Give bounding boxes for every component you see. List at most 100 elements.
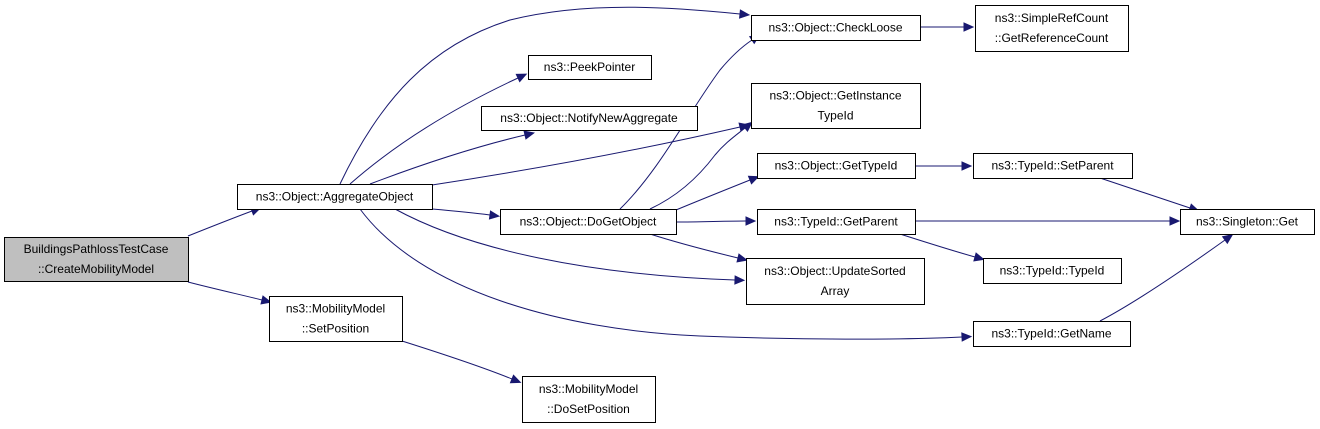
edge-gettypeid-to-setparent	[915, 161, 973, 171]
arrowhead	[1169, 216, 1181, 226]
node-box[interactable]	[4, 237, 189, 282]
node-getname[interactable]: ns3::TypeId::GetName	[973, 321, 1131, 347]
node-dosetpos[interactable]: ns3::MobilityModel::DoSetPosition	[522, 376, 656, 423]
edge-aggregate-to-updsorted	[394, 208, 746, 285]
arrowhead	[741, 121, 753, 133]
edge-typeidgetparent-to-typeidtypeid	[899, 233, 985, 262]
node-box[interactable]	[757, 153, 916, 179]
node-label: ns3::Object::GetInstance	[769, 89, 901, 103]
edge-aggregate-to-checkloose	[339, 6, 751, 185]
edge-dogetobj-to-getinst	[649, 121, 753, 210]
node-box[interactable]	[237, 184, 433, 210]
edge-line	[1099, 177, 1191, 209]
node-aggregate[interactable]: ns3::Object::AggregateObject	[237, 184, 433, 210]
node-typeidgetparent[interactable]: ns3::TypeId::GetParent	[757, 209, 916, 235]
arrowhead	[739, 9, 751, 19]
node-label: ns3::TypeId::TypeId	[1000, 264, 1105, 278]
edge-line	[394, 208, 736, 281]
node-label: ::GetReferenceCount	[995, 31, 1109, 45]
arrowhead	[523, 130, 535, 140]
node-checkloose[interactable]: ns3::Object::CheckLoose	[751, 15, 921, 41]
node-label: ns3::PeekPointer	[544, 60, 635, 74]
node-box[interactable]	[751, 83, 921, 129]
node-label: ns3::TypeId::GetName	[991, 327, 1111, 341]
edge-line	[339, 6, 741, 185]
node-label: ns3::MobilityModel	[539, 382, 638, 396]
node-label: ns3::Object::CheckLoose	[768, 21, 902, 35]
node-box[interactable]	[983, 258, 1122, 284]
arrowhead	[734, 275, 746, 285]
edge-line	[431, 208, 491, 216]
edge-line	[899, 233, 976, 258]
node-box[interactable]	[751, 15, 921, 41]
edge-dogetobj-to-updsorted	[649, 233, 748, 263]
node-box[interactable]	[1180, 209, 1315, 235]
edge-aggregate-to-dogetobj	[431, 208, 501, 220]
arrowhead	[747, 175, 760, 185]
edge-line	[619, 39, 753, 210]
node-setparent[interactable]: ns3::TypeId::SetParent	[973, 153, 1133, 179]
node-label: ns3::Singleton::Get	[1196, 215, 1299, 229]
node-label: ns3::Object::NotifyNewAggregate	[500, 111, 678, 125]
node-box[interactable]	[975, 5, 1129, 52]
edge-line	[1099, 239, 1226, 322]
node-notify[interactable]: ns3::Object::NotifyNewAggregate	[481, 106, 698, 131]
nodes-layer: BuildingsPathlossTestCase::CreateMobilit…	[4, 5, 1315, 423]
node-box[interactable]	[746, 258, 925, 305]
node-setpos[interactable]: ns3::MobilityModel::SetPosition	[269, 296, 403, 342]
edge-aggregate-to-getinst	[431, 122, 750, 186]
node-box[interactable]	[522, 376, 656, 423]
edge-aggregate-to-peek	[349, 73, 528, 185]
arrowhead	[1221, 234, 1234, 245]
node-label: ns3::MobilityModel	[286, 302, 385, 316]
node-peek[interactable]: ns3::PeekPointer	[528, 55, 652, 80]
node-label: ns3::SimpleRefCount	[995, 11, 1109, 25]
edge-aggregate-to-notify	[369, 130, 535, 185]
node-box[interactable]	[973, 153, 1133, 179]
node-label: BuildingsPathlossTestCase	[24, 242, 169, 256]
edge-line	[369, 134, 526, 185]
node-box[interactable]	[528, 55, 652, 80]
edge-aggregate-to-getname	[359, 208, 973, 342]
edge-typeidgetparent-to-singleton	[915, 216, 1181, 226]
node-label: Array	[821, 284, 850, 298]
edge-line	[187, 210, 253, 237]
node-label: ::CreateMobilityModel	[38, 262, 154, 276]
edge-line	[675, 220, 747, 223]
node-simpleref[interactable]: ns3::SimpleRefCount::GetReferenceCount	[975, 5, 1129, 52]
edge-line	[187, 281, 263, 301]
edge-line	[401, 340, 513, 380]
node-label: ns3::TypeId::GetParent	[774, 215, 898, 229]
arrowhead	[961, 332, 973, 342]
node-singleton[interactable]: ns3::Singleton::Get	[1180, 209, 1315, 235]
arrowhead	[488, 210, 501, 220]
arrowhead	[515, 73, 528, 83]
node-label: ns3::Object::UpdateSorted	[764, 264, 905, 278]
edge-getname-to-singleton	[1099, 234, 1234, 322]
arrowhead	[963, 22, 975, 32]
node-box[interactable]	[973, 321, 1131, 347]
edge-setparent-to-singleton	[1099, 177, 1200, 213]
node-box[interactable]	[757, 209, 916, 235]
node-root[interactable]: BuildingsPathlossTestCase::CreateMobilit…	[4, 237, 189, 282]
edge-root-to-aggregate	[187, 206, 262, 237]
node-box[interactable]	[481, 106, 698, 131]
node-typeidtypeid[interactable]: ns3::TypeId::TypeId	[983, 258, 1122, 284]
edge-dogetobj-to-gettypeid	[675, 175, 760, 211]
edge-line	[675, 179, 751, 211]
arrowhead	[260, 295, 272, 305]
node-label: ns3::Object::AggregateObject	[256, 190, 414, 204]
arrowhead	[745, 216, 757, 226]
node-dogetobj[interactable]: ns3::Object::DoGetObject	[500, 209, 677, 235]
node-gettypeid[interactable]: ns3::Object::GetTypeId	[757, 153, 916, 179]
arrowhead	[736, 253, 748, 263]
node-label: ns3::TypeId::SetParent	[991, 159, 1114, 173]
node-label: ns3::Object::GetTypeId	[775, 159, 898, 173]
node-box[interactable]	[269, 296, 403, 342]
node-box[interactable]	[500, 209, 677, 235]
edge-line	[359, 208, 963, 340]
edge-dogetobj-to-typeidgetparent	[675, 216, 757, 226]
